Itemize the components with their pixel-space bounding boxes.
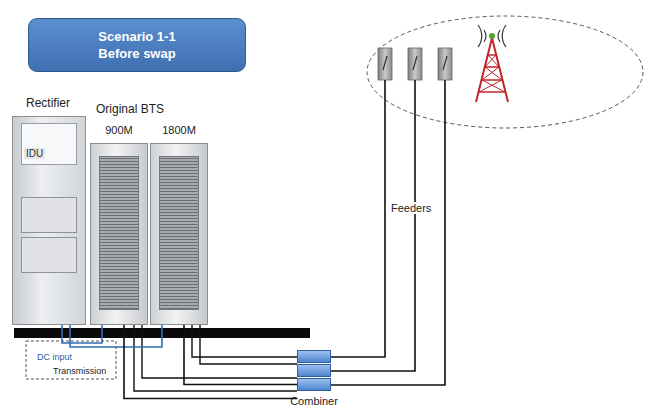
cabinet-grille — [99, 156, 139, 310]
transmission-label: Transmission — [52, 366, 107, 376]
cabinet-heading: Rectifier — [10, 96, 86, 110]
scenario-box: Scenario 1-1Before swap — [28, 18, 246, 72]
idu-label: IDU — [24, 148, 45, 159]
rectifier-body: IDU — [12, 116, 86, 325]
rectifier-module — [21, 197, 77, 233]
rf-cable — [184, 325, 297, 385]
feeder-cables — [331, 80, 445, 385]
group-heading: Original BTS — [96, 102, 164, 116]
dc-input-label: DC input — [36, 352, 73, 362]
dc-cable — [62, 325, 102, 343]
rf-cable — [124, 325, 297, 399]
cabinet-grille — [159, 156, 199, 310]
dc-cable — [70, 325, 162, 347]
cabinet-cables — [134, 325, 297, 391]
feeders-label: Feeders — [389, 202, 433, 214]
rectifier-module — [21, 237, 77, 273]
coverage-ellipse — [367, 16, 643, 128]
combiner-unit — [297, 378, 331, 391]
cabinet-heading: 900M — [90, 124, 148, 136]
tower — [476, 25, 508, 102]
bts-body — [90, 143, 148, 325]
scenario-text: Before swap — [98, 45, 175, 62]
combiner: Combiner — [280, 350, 348, 412]
combiner-label: Combiner — [270, 395, 358, 407]
bts-body — [150, 143, 208, 325]
combiner-unit — [297, 364, 331, 377]
bts-cabinet: 1800M — [150, 124, 208, 325]
rectifier-cabinet: RectifierIDU — [10, 96, 86, 325]
scenario-text: Scenario 1-1 — [98, 28, 175, 45]
idu-panel: IDU — [21, 123, 77, 165]
cabinet-heading: 1800M — [150, 124, 208, 136]
antenna-panels — [378, 48, 452, 80]
combiner-unit — [297, 350, 331, 363]
bts-cabinet: 900M — [90, 124, 148, 325]
